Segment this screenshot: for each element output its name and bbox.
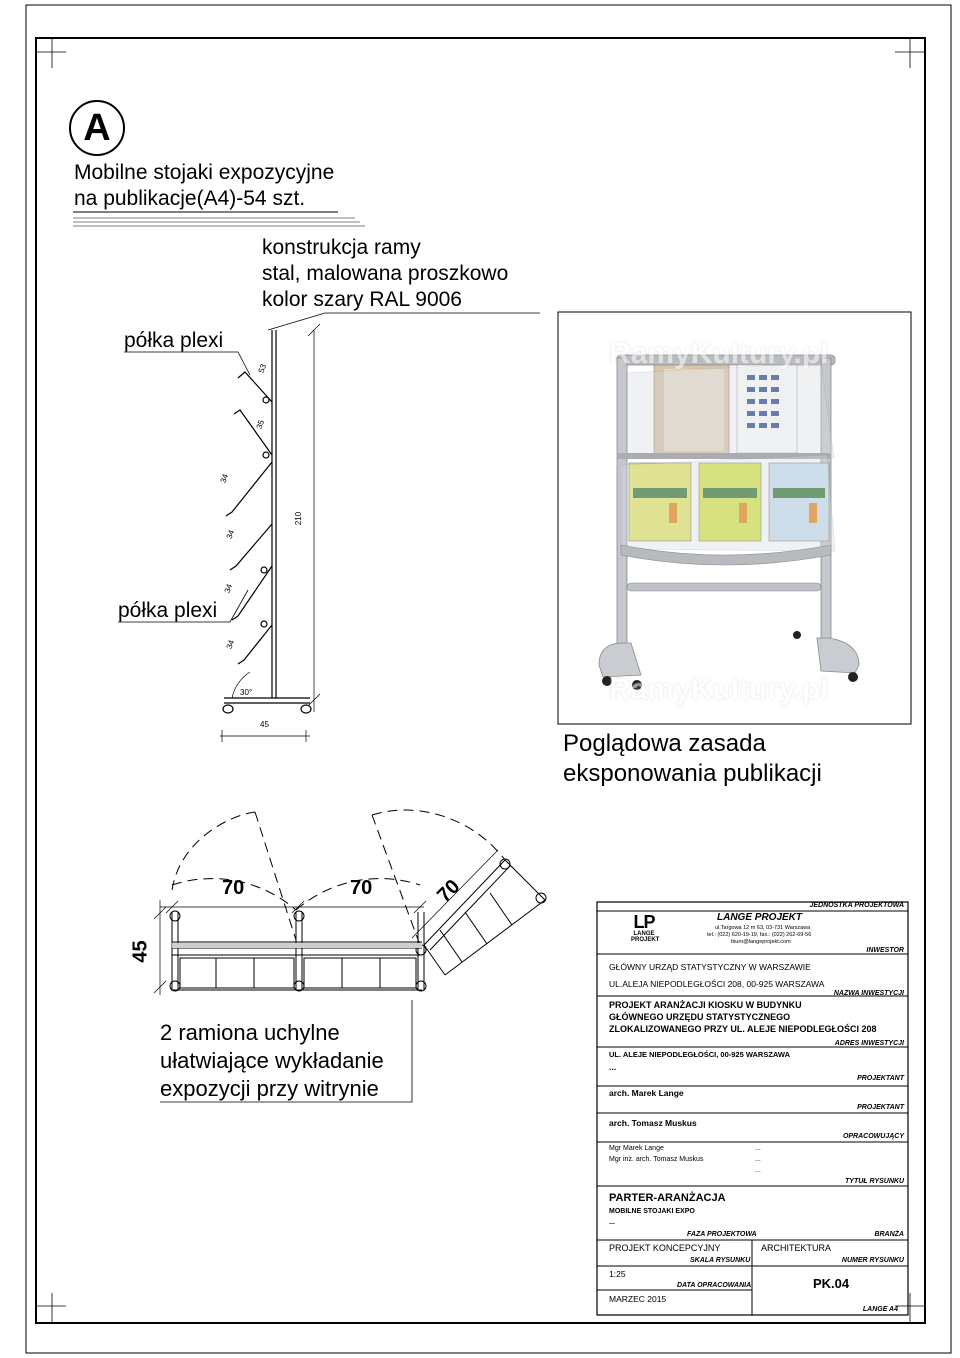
drawing-title-label: TYTUŁ RYSUNKU <box>845 1178 904 1185</box>
shelf-top-leader <box>124 351 251 376</box>
designer-2: arch. Tomasz Muskus <box>609 1118 697 1128</box>
title-block: JEDNOSTKA PROJEKTOWA LP LANGE PROJEKT LA… <box>597 902 908 1315</box>
plan-note-line1: 2 ramiona uchylne <box>160 1020 340 1045</box>
view-marker-circle <box>69 100 125 156</box>
company-logo: LP LANGE PROJEKT <box>631 912 660 943</box>
number-value: PK.04 <box>813 1276 850 1291</box>
sheet-border <box>25 4 952 1354</box>
side-view-stand <box>220 323 321 742</box>
logo-text2: PROJEKT <box>631 937 660 943</box>
prepared-dots-2: ... <box>755 1156 761 1163</box>
view-marker-letter: A <box>83 107 111 149</box>
drawing-dots: ... <box>609 1219 615 1226</box>
plan-dim-w1: 70 <box>222 877 245 899</box>
address-value: UL. ALEJE NIEPODLEGŁOŚCI, 00-925 WARSZAW… <box>609 1050 791 1059</box>
stand-photo: RamyKultury.pl RamyKultury.pl <box>559 313 910 723</box>
designer-label-1: PROJEKTANT <box>857 1075 904 1082</box>
designer-1: arch. Marek Lange <box>609 1088 684 1098</box>
drawing-title-line1: Mobilne stojaki expozycyjne <box>74 161 335 184</box>
address-extra: ... <box>609 1062 617 1072</box>
investor-line2: UL.ALEJA NIEPODLEGŁOŚCI 208, 00-925 WARS… <box>609 979 825 989</box>
frame-label-line2: stal, malowana proszkowo <box>262 262 509 285</box>
scale-value: 1:25 <box>609 1269 626 1279</box>
designer-label-2: PROJEKTANT <box>857 1104 904 1111</box>
plan-view <box>153 809 547 1103</box>
unit-label: JEDNOSTKA PROJEKTOWA <box>809 902 904 909</box>
dim-label-base: 45 <box>260 720 269 729</box>
frame-label-leader <box>267 312 540 331</box>
address-label: ADRES INWESTYCJI <box>834 1040 904 1047</box>
company-name: LANGE PROJEKT <box>717 912 803 923</box>
frame-label-line3: kolor szary RAL 9006 <box>262 288 462 311</box>
shelf-label-top: półka plexi <box>124 329 224 352</box>
investor-label: INWESTOR <box>866 947 904 954</box>
format-label: LANGE A4 <box>862 1306 898 1313</box>
photo-caption-line2: eksponowania publikacji <box>563 760 822 787</box>
date-label: DATA OPRACOWANIA <box>677 1282 752 1289</box>
shelf-mid-leader <box>118 589 249 623</box>
prepared-2: Mgr inż. arch. Tomasz Muskus <box>609 1156 704 1163</box>
drawing-subtitle: MOBILNE STOJAKI EXPO <box>609 1208 695 1215</box>
shelf-label-mid: półka plexi <box>118 599 218 622</box>
number-label: NUMER RYSUNKU <box>841 1257 904 1264</box>
prepared-1: Mgr Marek Lange <box>609 1145 664 1152</box>
date-value: MARZEC 2015 <box>609 1294 667 1304</box>
drawing-frame <box>35 37 926 1324</box>
photo-caption-line1: Poglądowa zasada <box>563 730 766 757</box>
investor-line1: GŁÓWNY URZĄD STATYSTYCZNY W WARSZAWIE <box>609 962 811 972</box>
frame-label-line1: konstrukcja ramy <box>262 236 421 259</box>
title-block-lines <box>596 901 909 1316</box>
investment-line1: PROJEKT ARANŻACJI KIOSKU W BUDYNKU <box>609 1000 802 1010</box>
company-address2: tel.: (022) 620-19-19, fax.: (022) 262-6… <box>707 932 812 938</box>
branch-value: ARCHITEKTURA <box>761 1243 832 1253</box>
investment-line2: GŁÓWNEGO URZĘDU STATYSTYCZNEGO <box>609 1012 791 1022</box>
investment-label: NAZWA INWESTYCJI <box>833 990 904 997</box>
plan-note-line2: ułatwiające wykładanie <box>160 1048 384 1073</box>
watermark-top: RamyKultury.pl <box>609 337 829 370</box>
stand-illustration <box>598 354 860 690</box>
logo-letters: LP <box>633 912 655 932</box>
phase-value: PROJEKT KONCEPCYJNY <box>609 1243 721 1253</box>
scale-label: SKALA RYSUNKU <box>690 1257 751 1264</box>
prepared-dots-1: ... <box>755 1145 761 1152</box>
drawing-title-value: PARTER-ARANŻACJA <box>609 1192 726 1204</box>
watermark-bottom: RamyKultury.pl <box>609 673 829 706</box>
prepared-dots-3: ... <box>755 1167 761 1174</box>
dim-label-angle: 30° <box>240 688 253 697</box>
plan-dim-depth: 45 <box>129 940 152 963</box>
company-address1: ul.Targowa 12 m 63, 03-731 Warszawa <box>715 925 811 931</box>
phase-label: FAZA PROJEKTOWA <box>687 1231 757 1238</box>
branch-label: BRANŻA <box>874 1231 904 1238</box>
photo-frame <box>557 311 912 725</box>
company-email: biuro@langeprojekt.com <box>731 939 791 945</box>
logo-text1: LANGE <box>633 931 655 937</box>
prepared-label: OPRACOWUJĄCY <box>842 1133 904 1140</box>
corner-marks <box>36 38 925 1323</box>
plan-note-line3: expozycji przy witrynie <box>160 1076 379 1101</box>
plan-dim-w2: 70 <box>350 877 373 899</box>
investment-line3: ZLOKALIZOWANEGO PRZY UL. ALEJE NIEPODLEG… <box>609 1024 877 1034</box>
dim-label-height: 210 <box>294 511 304 526</box>
drawing-title-line2: na publikacje(A4)-54 szt. <box>74 187 306 210</box>
